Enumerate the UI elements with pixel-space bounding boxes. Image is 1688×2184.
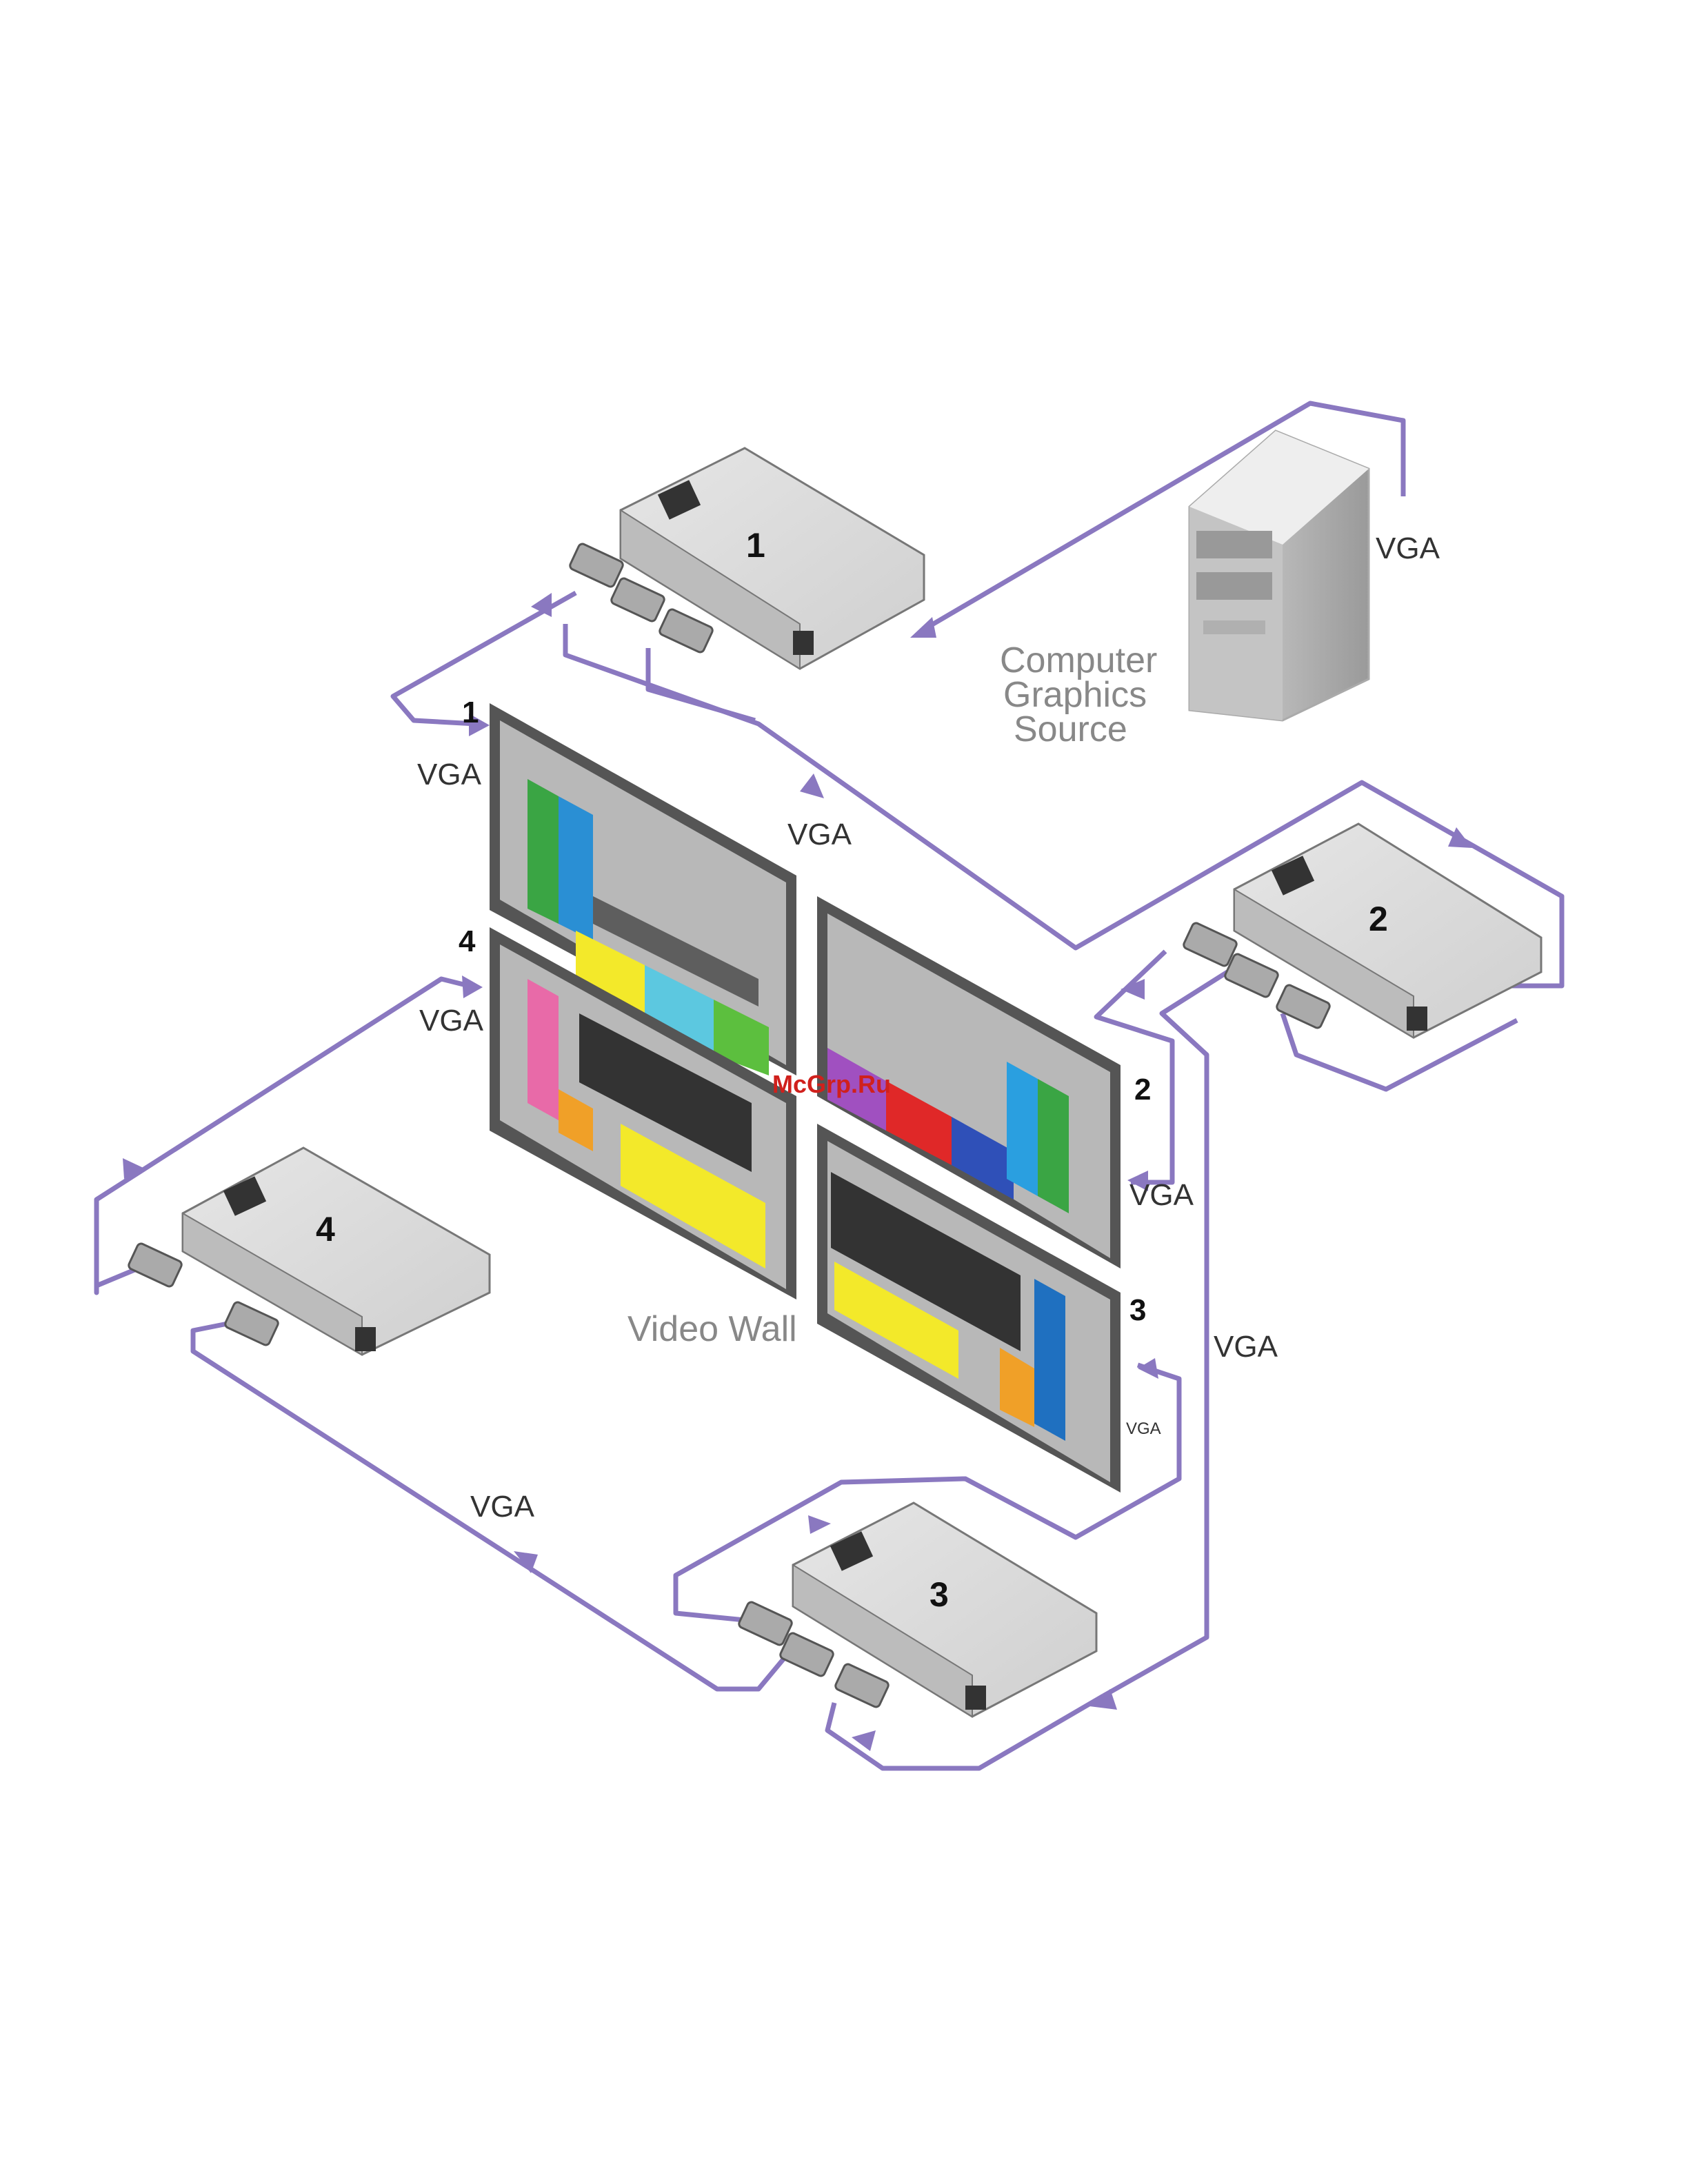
cable-device-1-loop [648,648,755,720]
cable-device-2-to-device-3 [1103,972,1227,1696]
watermark-text: McGrp.Ru [772,1070,891,1098]
arrow-icon [910,617,936,638]
screen-2-number: 2 [1134,1073,1151,1106]
arrow-icon [462,975,483,998]
screen-3-number: 3 [1129,1293,1146,1327]
device-3-number: 3 [930,1575,949,1614]
cable-label-device-2-to-3: VGA [1214,1330,1278,1364]
cable-label-screen-2: VGA [1129,1178,1194,1212]
video-wall-label: Video Wall [627,1309,797,1349]
device-4-number: 4 [316,1210,335,1248]
arrow-icon [800,774,824,798]
cable-label-screen-3: VGA [1126,1419,1161,1438]
cable-label-screen-1: VGA [417,758,482,791]
cable-label-screen-4: VGA [419,1004,484,1038]
cable-label-device-3-to-4: VGA [470,1490,535,1524]
computer-tower-icon [1189,431,1369,720]
device-1-number: 1 [746,526,765,565]
cable-label-source: VGA [1376,532,1440,565]
distribution-amplifier-4 [128,1148,490,1355]
distribution-amplifier-3 [738,1503,1096,1717]
source-label-line-3: Source [1014,709,1127,749]
arrow-icon [1448,827,1472,848]
screen-1-number: 1 [462,696,479,729]
device-2-number: 2 [1369,900,1388,938]
screen-4-number: 4 [459,924,476,958]
cable-label-device-1-to-2: VGA [787,818,852,851]
arrow-icon [1138,1358,1158,1379]
arrow-icon [808,1515,831,1534]
